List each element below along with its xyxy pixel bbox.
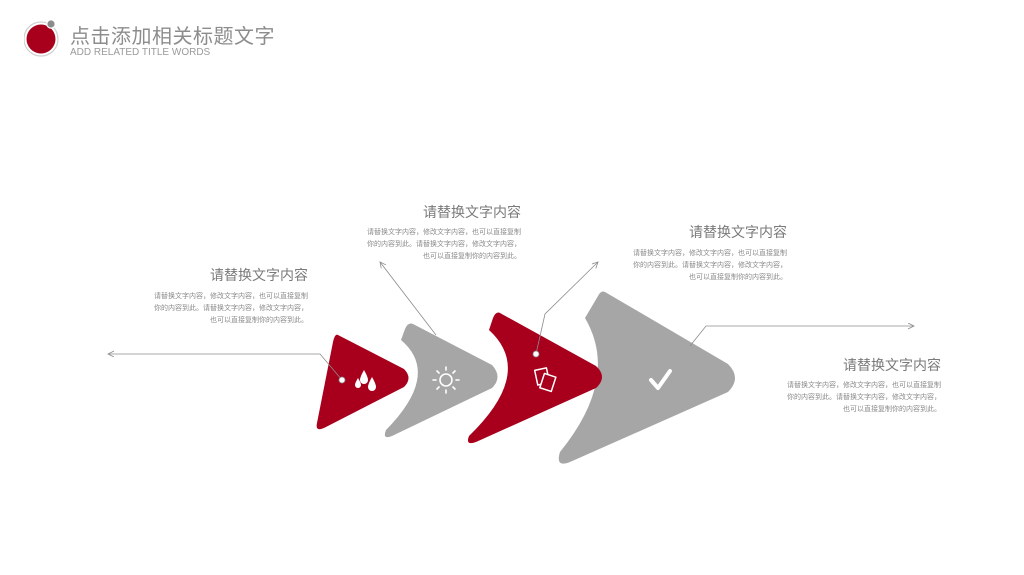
block-2-line-2: 你的内容到此。请替换文字内容，修改文字内容， bbox=[367, 240, 521, 248]
connector-dot-3 bbox=[532, 350, 540, 358]
connector-line-3 bbox=[535, 262, 598, 355]
documents-icon bbox=[533, 367, 557, 393]
block-4-title: 请替换文字内容 bbox=[843, 358, 941, 374]
block-2-line-1: 请替换文字内容，修改文字内容，也可以直接复制 bbox=[367, 228, 521, 236]
connector-line-1 bbox=[108, 354, 343, 381]
block-3-line-1: 请替换文字内容，修改文字内容，也可以直接复制 bbox=[633, 249, 787, 257]
page-subtitle: ADD RELATED TITLE WORDS bbox=[70, 47, 211, 58]
connector-line-4 bbox=[689, 326, 914, 347]
block-1-line-3: 也可以直接复制你的内容到此。 bbox=[210, 316, 308, 324]
block-4-line-2: 你的内容到此。请替换文字内容，修改文字内容， bbox=[787, 393, 941, 401]
block-4-line-3: 也可以直接复制你的内容到此。 bbox=[843, 405, 941, 413]
block-3-line-2: 你的内容到此。请替换文字内容，修改文字内容， bbox=[633, 261, 787, 269]
page-title: 点击添加相关标题文字 bbox=[70, 24, 275, 48]
water-drops-icon bbox=[355, 370, 376, 391]
sun-icon bbox=[432, 366, 460, 394]
arrow-shape-3 bbox=[467, 312, 602, 444]
block-1-line-1: 请替换文字内容，修改文字内容，也可以直接复制 bbox=[154, 292, 308, 300]
block-4-text: 请替换文字内容，修改文字内容，也可以直接复制 你的内容到此。请替换文字内容，修改… bbox=[753, 379, 941, 415]
logo-icon bbox=[24, 19, 59, 57]
connector-line-2 bbox=[380, 262, 437, 336]
block-2-title: 请替换文字内容 bbox=[423, 205, 521, 221]
block-2-text: 请替换文字内容，修改文字内容，也可以直接复制 你的内容到此。请替换文字内容，修改… bbox=[333, 226, 521, 262]
block-1-text: 请替换文字内容，修改文字内容，也可以直接复制 你的内容到此。请替换文字内容，修改… bbox=[120, 290, 308, 326]
connector-dot-1 bbox=[338, 376, 346, 384]
block-1-title: 请替换文字内容 bbox=[210, 268, 308, 284]
block-1-line-2: 你的内容到此。请替换文字内容，修改文字内容， bbox=[154, 304, 308, 312]
arrow-shape-2 bbox=[384, 323, 498, 438]
block-2-line-3: 也可以直接复制你的内容到此。 bbox=[423, 252, 521, 260]
block-3-title: 请替换文字内容 bbox=[689, 225, 787, 241]
checkmark-icon bbox=[649, 369, 672, 390]
block-3-text: 请替换文字内容，修改文字内容，也可以直接复制 你的内容到此。请替换文字内容，修改… bbox=[599, 247, 787, 283]
arrow-shape-4 bbox=[558, 291, 735, 464]
block-4-line-1: 请替换文字内容，修改文字内容，也可以直接复制 bbox=[787, 381, 941, 389]
block-3-line-3: 也可以直接复制你的内容到此。 bbox=[689, 273, 787, 281]
